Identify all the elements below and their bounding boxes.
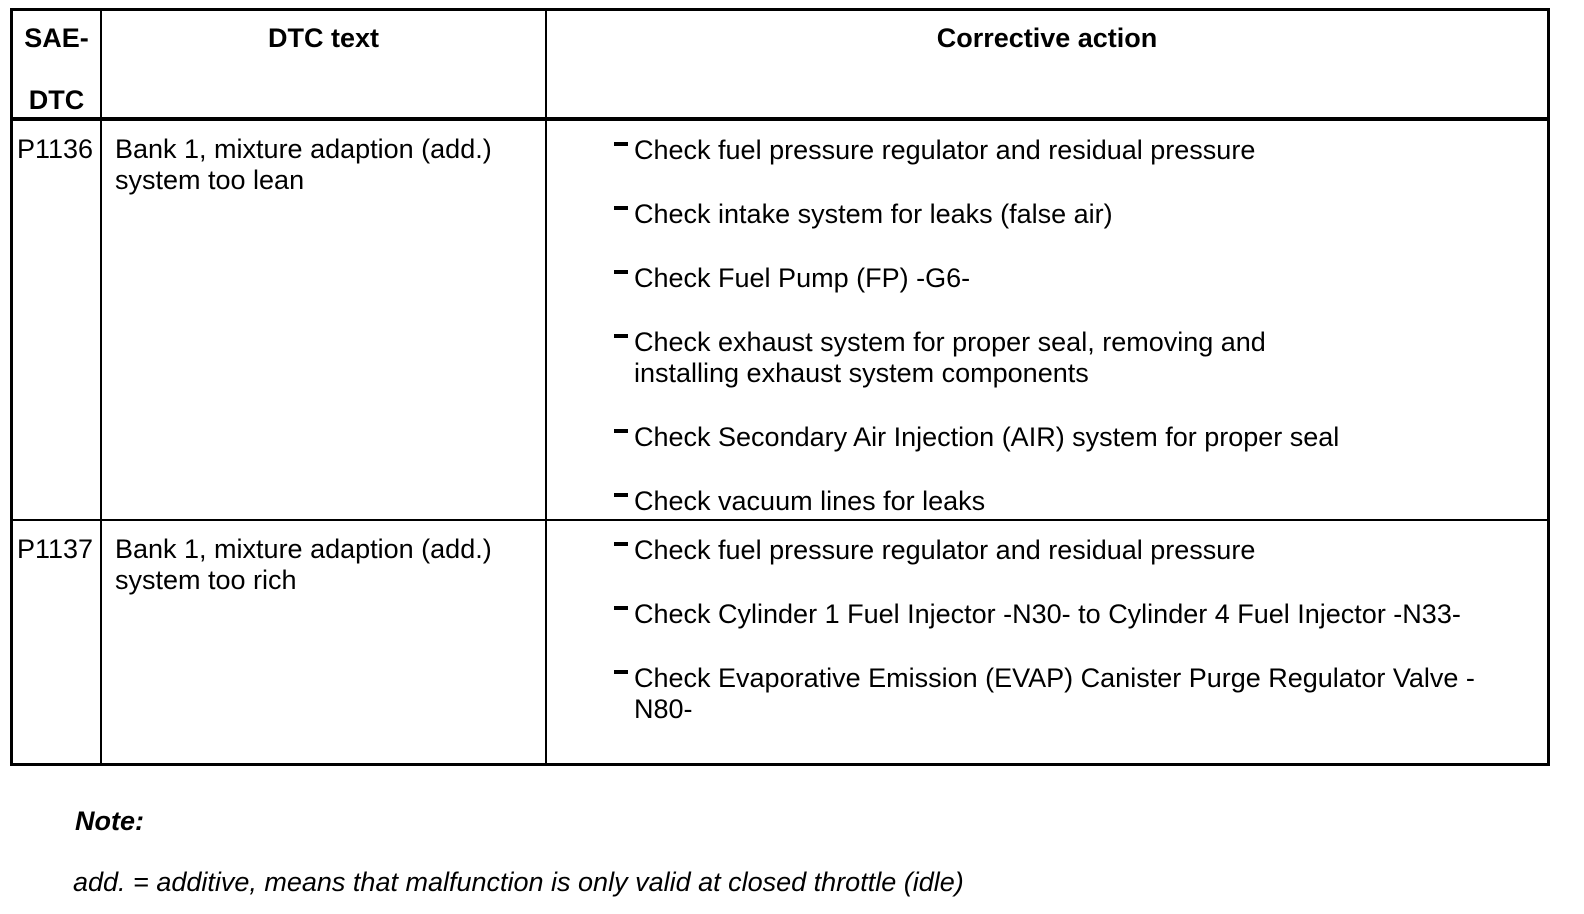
header-cell-corrective-action: Corrective action: [936, 23, 1158, 53]
dash-bullet-icon: [614, 670, 628, 674]
action-text: Check fuel pressure regulator and residu…: [634, 135, 1256, 165]
table-header-row: SAE- DTC DTC text Corrective action: [13, 11, 1547, 121]
note-section: Note: add. = additive, means that malfun…: [73, 806, 964, 898]
action-item: Check Secondary Air Injection (AIR) syst…: [614, 422, 1542, 453]
action-text: Check fuel pressure regulator and residu…: [634, 535, 1256, 565]
action-item: Check fuel pressure regulator and residu…: [614, 535, 1542, 566]
header-sae-label: SAE-: [24, 23, 89, 53]
action-text: Check exhaust system for proper seal, re…: [634, 327, 1266, 388]
note-title: Note:: [75, 806, 144, 836]
action-text: Check Secondary Air Injection (AIR) syst…: [634, 422, 1340, 452]
action-item: Check intake system for leaks (false air…: [614, 199, 1542, 230]
dtc-table: SAE- DTC DTC text Corrective action P113…: [10, 8, 1550, 766]
action-item: Check vacuum lines for leaks: [614, 486, 1542, 517]
action-item: Check Evaporative Emission (EVAP) Canist…: [614, 663, 1542, 725]
dash-bullet-icon: [614, 429, 628, 433]
action-text: Check Cylinder 1 Fuel Injector -N30- to …: [634, 599, 1461, 629]
dtc-description: Bank 1, mixture adaption (add.) system t…: [102, 521, 547, 763]
action-text: Check Fuel Pump (FP) -G6-: [634, 263, 971, 293]
dash-bullet-icon: [614, 606, 628, 610]
table-row-p1136: P1136 Bank 1, mixture adaption (add.) sy…: [13, 121, 1547, 521]
dash-bullet-icon: [614, 334, 628, 338]
corrective-actions-list: Check fuel pressure regulator and residu…: [547, 521, 1547, 763]
dash-bullet-icon: [614, 270, 628, 274]
dash-bullet-icon: [614, 206, 628, 210]
dtc-code: P1136: [13, 121, 102, 519]
action-text: Check vacuum lines for leaks: [634, 486, 986, 516]
action-item: Check exhaust system for proper seal, re…: [614, 327, 1542, 389]
corrective-actions-list: Check fuel pressure regulator and residu…: [547, 121, 1547, 519]
table-row-p1137: P1137 Bank 1, mixture adaption (add.) sy…: [13, 521, 1547, 763]
dash-bullet-icon: [614, 493, 628, 497]
dash-bullet-icon: [614, 542, 628, 546]
header-dtc-label: DTC: [28, 85, 85, 115]
note-body: add. = additive, means that malfunction …: [73, 867, 964, 897]
dtc-code: P1137: [13, 521, 102, 763]
action-item: Check Cylinder 1 Fuel Injector -N30- to …: [614, 599, 1542, 630]
action-item: Check fuel pressure regulator and residu…: [614, 135, 1542, 166]
action-item: Check Fuel Pump (FP) -G6-: [614, 263, 1542, 294]
action-text: Check Evaporative Emission (EVAP) Canist…: [634, 663, 1475, 724]
action-text: Check intake system for leaks (false air…: [634, 199, 1113, 229]
header-cell-sae-dtc: SAE- DTC: [13, 11, 102, 117]
header-cell-dtc-text: DTC text: [102, 11, 547, 117]
dash-bullet-icon: [614, 142, 628, 146]
dtc-description: Bank 1, mixture adaption (add.) system t…: [102, 121, 547, 519]
